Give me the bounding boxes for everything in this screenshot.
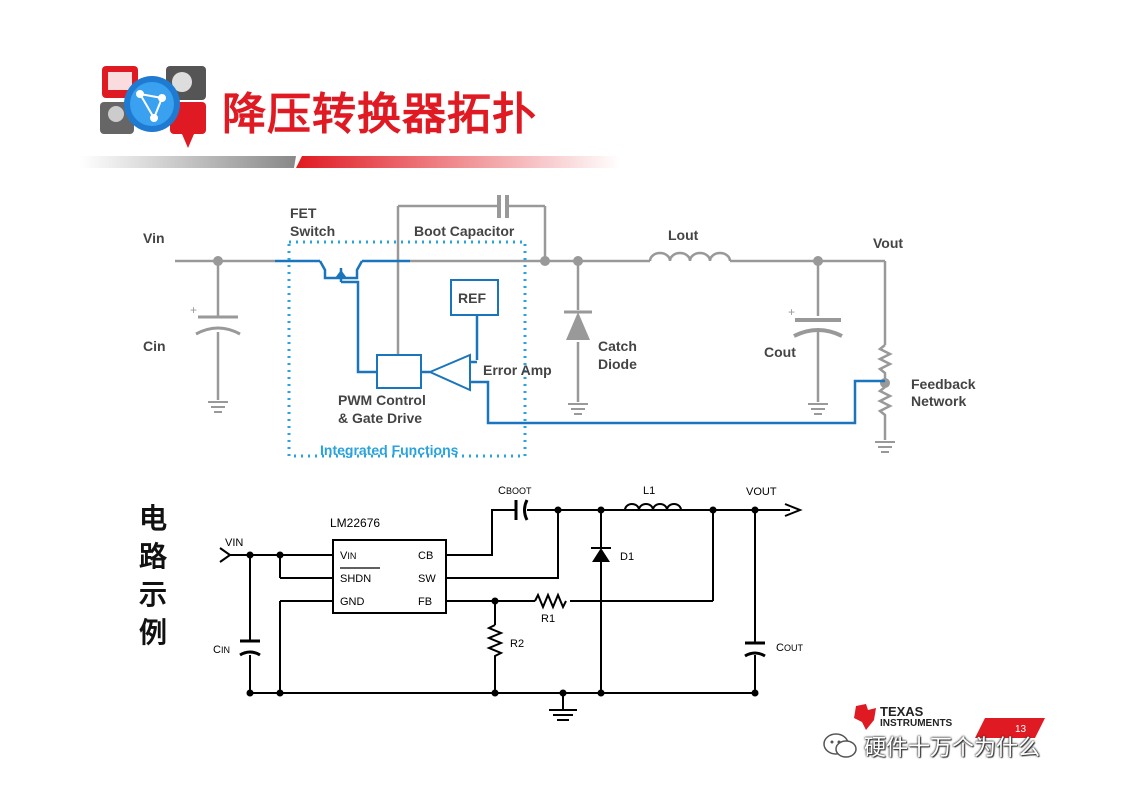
label-d1: D1: [620, 551, 634, 563]
label-r2: R2: [510, 638, 524, 650]
pin-gnd: GND: [340, 596, 365, 608]
label-pwm-control: PWM Control: [338, 392, 426, 408]
label-feedback: Feedback: [911, 376, 976, 392]
pin-fb: FB: [418, 596, 432, 608]
svg-text:+: +: [788, 305, 795, 319]
ti-logo-icon: [854, 704, 876, 730]
label-boot-capacitor: Boot Capacitor: [414, 223, 515, 239]
pin-shdn: SHDN: [340, 573, 371, 585]
label-l1: L1: [643, 485, 655, 497]
circuit-example-label: 电 路 示 例: [138, 502, 167, 649]
label-error-amp: Error Amp: [483, 362, 552, 378]
label-gate-drive: & Gate Drive: [338, 410, 422, 426]
wechat-icon: [823, 733, 857, 758]
cout-capacitor: +: [788, 305, 843, 338]
page-number: 13: [1015, 724, 1027, 735]
label-cout: Cout: [764, 344, 796, 360]
label-vout: Vout: [873, 235, 903, 251]
label-diode: Diode: [598, 356, 637, 372]
label-cboot: CBOOT: [498, 485, 532, 497]
pin-sw: SW: [418, 573, 436, 585]
pin-vin: VIN: [340, 550, 356, 562]
watermark-text: 硬件十万个为什么: [864, 736, 1041, 761]
label-cin: Cin: [143, 338, 166, 354]
feedback-resistor-top: [877, 344, 893, 387]
label-vout-output: VOUT: [746, 486, 777, 498]
label-vin-input: VIN: [225, 537, 243, 549]
label-network: Network: [911, 393, 966, 409]
label-catch: Catch: [598, 338, 637, 354]
label-lm22676: LM22676: [330, 516, 380, 530]
label-cout-lower: COUT: [776, 642, 803, 654]
page-title: 降压转换器拓扑: [222, 89, 537, 140]
page-number-tab: 13: [975, 718, 1045, 738]
feedback-resistor-bottom: [877, 386, 893, 420]
label-lout: Lout: [668, 227, 699, 243]
lout-inductor: [648, 251, 732, 262]
label-cin-lower: CIN: [213, 644, 230, 656]
pin-cb: CB: [418, 550, 433, 562]
svg-text:+: +: [190, 303, 197, 317]
label-switch: Switch: [290, 223, 335, 239]
label-integrated-functions: Integrated Functions: [320, 442, 459, 458]
ti-wordmark: TEXAS INSTRUMENTS: [880, 704, 953, 729]
cin-capacitor: +: [190, 303, 241, 336]
header-divider: [80, 156, 620, 168]
catch-diode: [564, 310, 592, 340]
label-vin: Vin: [143, 230, 165, 246]
boot-capacitor: [497, 195, 509, 218]
label-r1: R1: [541, 613, 555, 625]
presentation-logo: [100, 66, 206, 148]
label-fet: FET: [290, 205, 317, 221]
label-ref: REF: [458, 290, 486, 306]
